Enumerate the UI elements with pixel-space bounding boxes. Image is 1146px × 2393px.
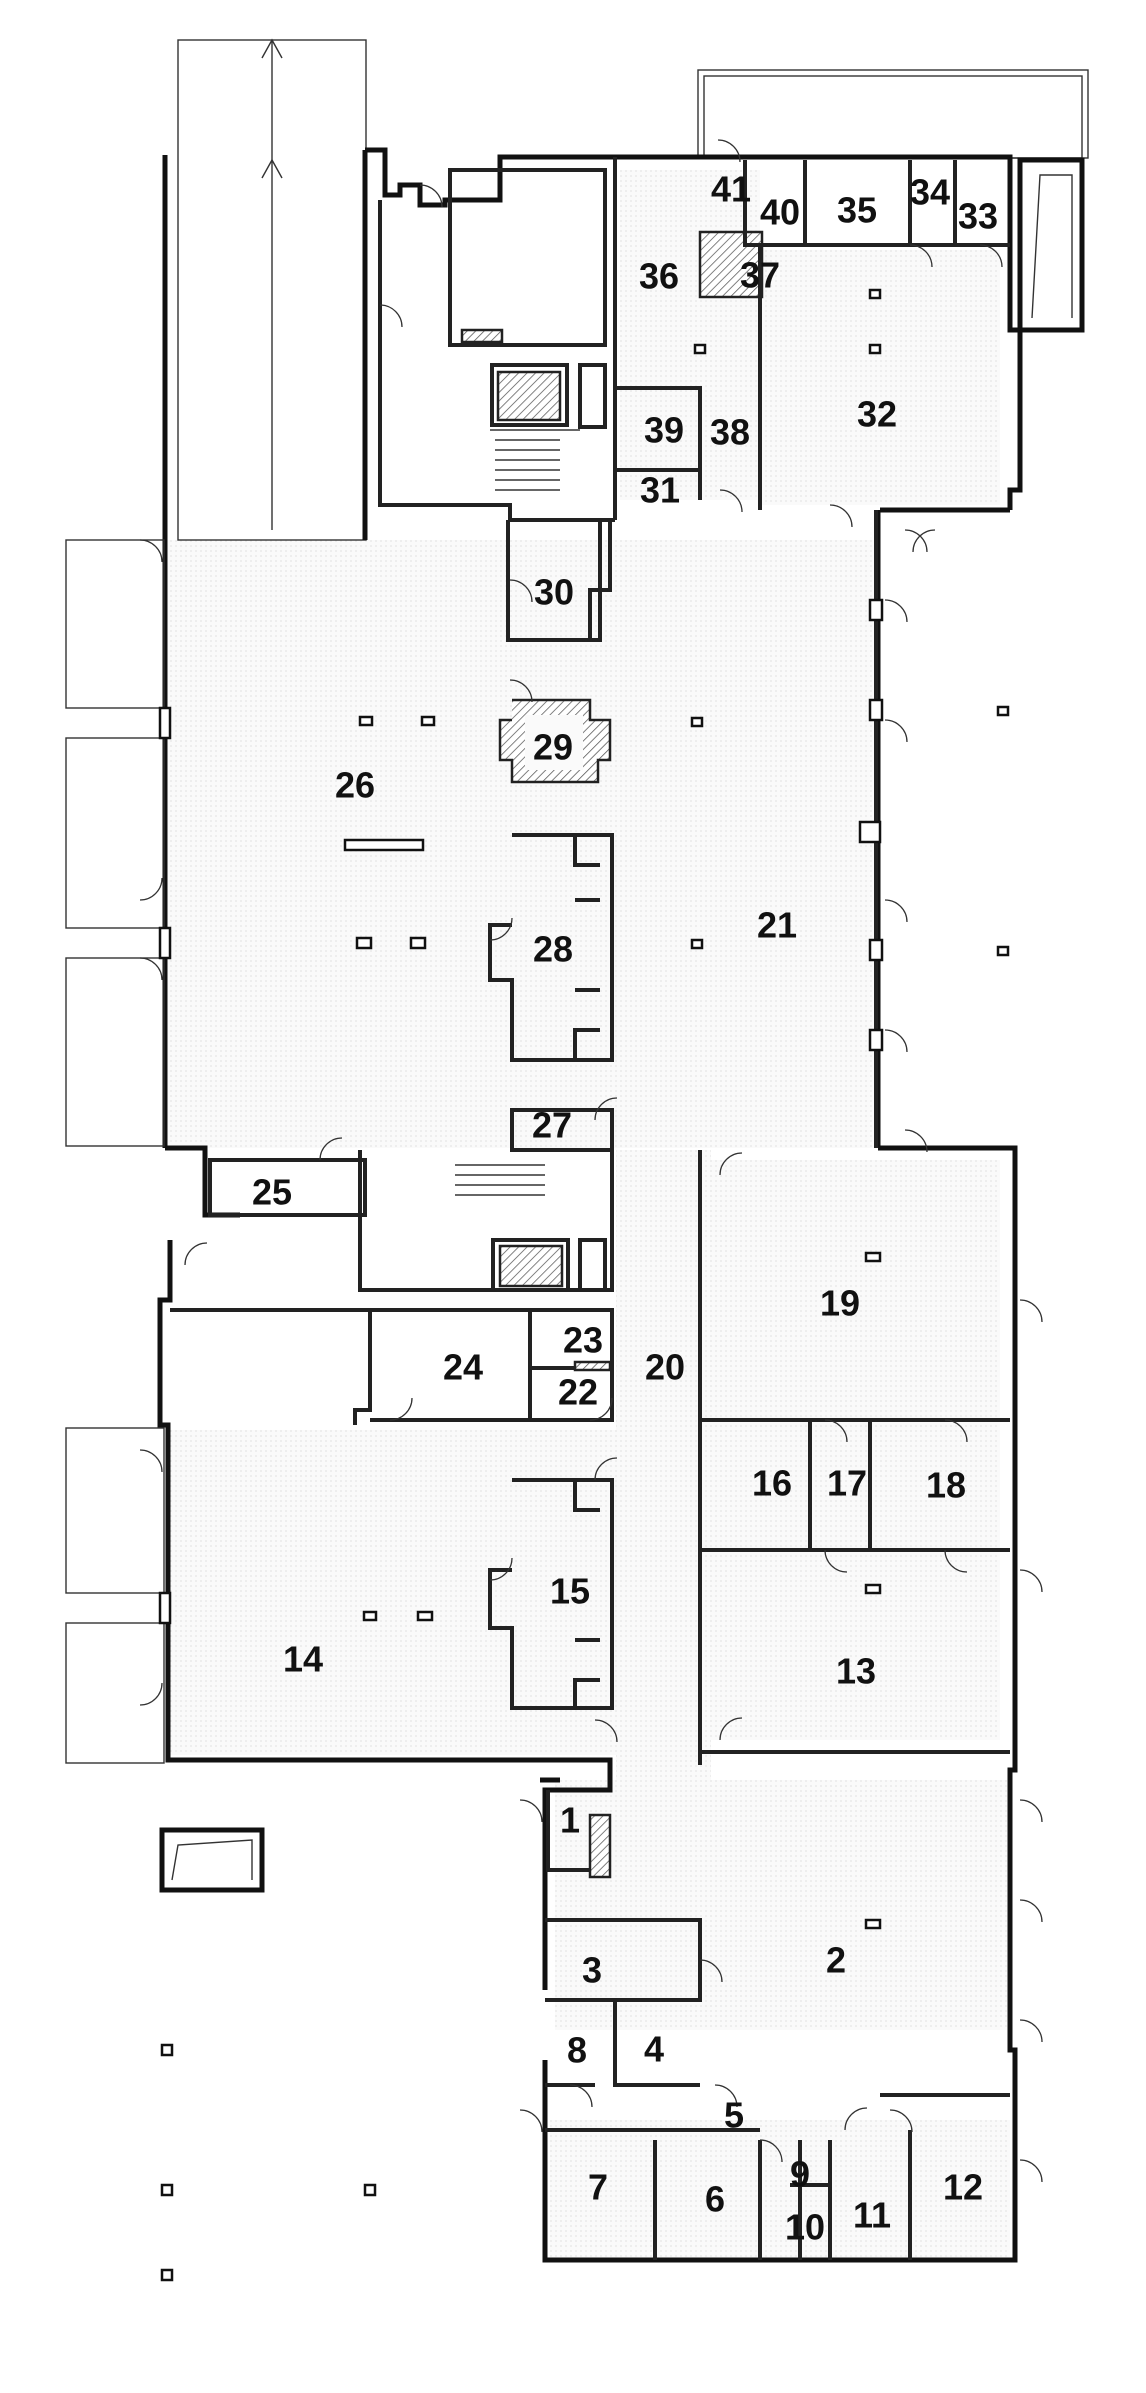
room-label-26: 26 <box>335 765 375 806</box>
room-label-5: 5 <box>724 2095 744 2136</box>
room-label-10: 10 <box>785 2207 825 2248</box>
room-label-6: 6 <box>705 2179 725 2220</box>
service-box-north <box>1031 174 1073 319</box>
room-label-23: 23 <box>563 1320 603 1361</box>
room-label-37: 37 <box>740 255 780 296</box>
room-label-28: 28 <box>533 929 573 970</box>
room-label-35: 35 <box>837 190 877 231</box>
room-label-19: 19 <box>820 1283 860 1324</box>
room-label-1: 1 <box>560 1800 580 1841</box>
room-label-31: 31 <box>640 470 680 511</box>
room-label-22: 22 <box>558 1372 598 1413</box>
room-label-34: 34 <box>910 172 950 213</box>
room-label-21: 21 <box>757 905 797 946</box>
room-label-9: 9 <box>790 2154 810 2195</box>
room-label-40: 40 <box>760 192 800 233</box>
room-label-33: 33 <box>958 196 998 237</box>
room-label-4: 4 <box>644 2029 664 2070</box>
west-bays <box>65 539 172 1764</box>
service-box <box>159 1827 265 1893</box>
room-label-7: 7 <box>588 2167 608 2208</box>
room-label-41: 41 <box>711 169 751 210</box>
room-label-36: 36 <box>639 256 679 297</box>
room-label-2: 2 <box>826 1940 846 1981</box>
room-label-3: 3 <box>582 1950 602 1991</box>
room-label-12: 12 <box>943 2167 983 2208</box>
room-label-29: 29 <box>533 727 573 768</box>
room-label-14: 14 <box>283 1639 323 1680</box>
room-label-17: 17 <box>827 1463 867 1504</box>
stair-steps <box>495 439 560 491</box>
room-label-11: 11 <box>853 2195 891 2236</box>
interior-walls <box>170 157 1010 2260</box>
room-label-8: 8 <box>567 2030 587 2071</box>
room-label-30: 30 <box>534 572 574 613</box>
columns <box>160 288 882 2282</box>
room-label-32: 32 <box>857 394 897 435</box>
room-label-18: 18 <box>926 1465 966 1506</box>
room-label-24: 24 <box>443 1347 483 1388</box>
room-label-39: 39 <box>644 410 684 451</box>
stair-steps-south <box>455 1164 545 1196</box>
room-label-16: 16 <box>752 1463 792 1504</box>
room-label-15: 15 <box>550 1571 590 1612</box>
east-colonnade <box>858 510 1010 1148</box>
door-swings <box>139 139 1043 2183</box>
room-label-13: 13 <box>836 1651 876 1692</box>
room-label-38: 38 <box>710 412 750 453</box>
room-label-27: 27 <box>532 1105 572 1146</box>
room-label-20: 20 <box>645 1347 685 1388</box>
room-labels: 1 2 3 4 5 6 7 8 9 10 11 12 13 14 15 16 1… <box>252 169 998 2248</box>
ramp <box>162 38 368 541</box>
canopy <box>697 69 1089 159</box>
room-label-25: 25 <box>252 1172 292 1213</box>
